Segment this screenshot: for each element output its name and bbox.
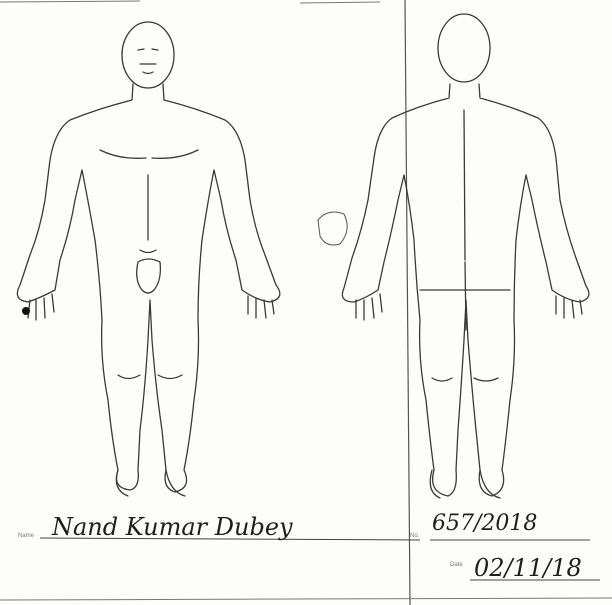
front-body-figure	[17, 22, 280, 496]
vertical-divider	[405, 0, 410, 605]
sketch-blob	[318, 212, 347, 245]
patient-name: Nand Kumar Dubey	[51, 513, 293, 541]
bottom-border	[0, 598, 612, 600]
back-body-figure	[342, 14, 589, 498]
entry-date: 02/11/18	[474, 554, 582, 582]
front-genitals	[137, 259, 161, 293]
front-head	[122, 22, 174, 88]
name-label: Name	[18, 533, 35, 539]
date-label: Date	[450, 562, 463, 568]
injury-mark-dot	[22, 307, 30, 315]
number-label: No.	[410, 533, 420, 539]
record-number: 657/2018	[432, 511, 537, 536]
front-body-outline	[17, 84, 280, 492]
top-border-fragment	[0, 1, 380, 3]
back-head	[438, 14, 490, 82]
